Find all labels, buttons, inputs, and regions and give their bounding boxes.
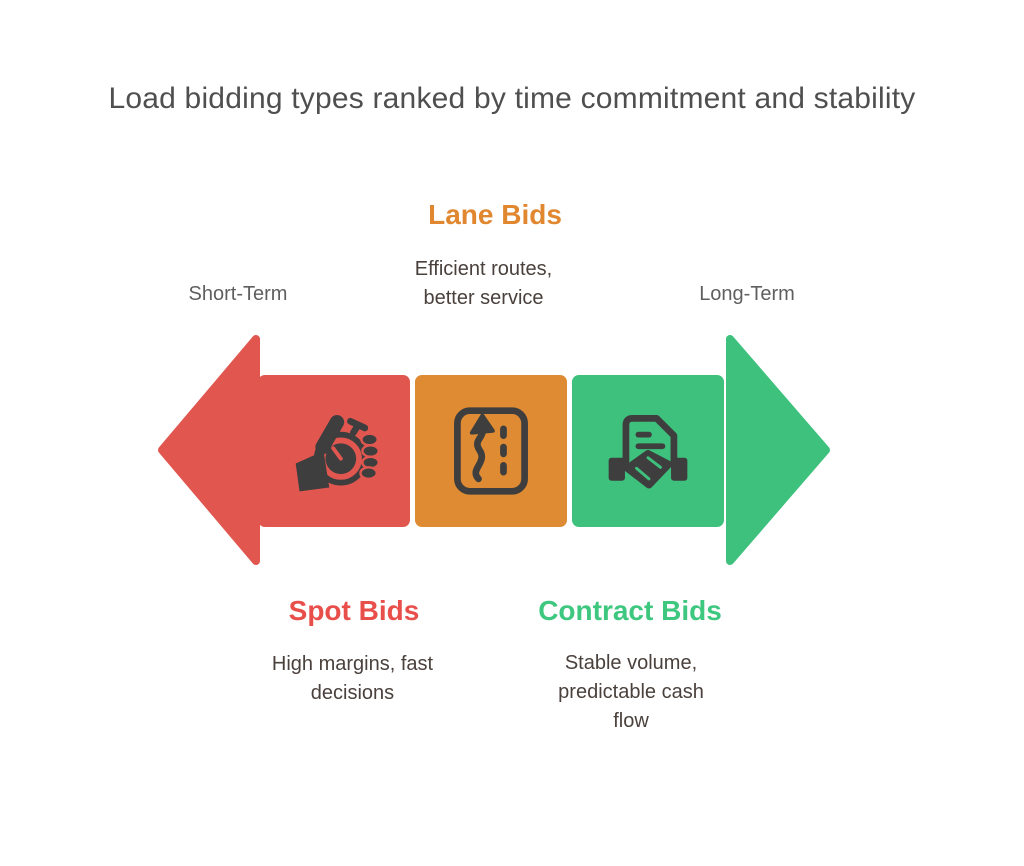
arrow-diagram [158, 335, 830, 565]
short-term-label: Short-Term [188, 283, 288, 305]
page-title: Load bidding types ranked by time commit… [108, 82, 916, 115]
lane-bids-heading: Lane Bids [428, 199, 562, 230]
hand-stopwatch-icon [295, 415, 380, 492]
route-icon [454, 407, 528, 495]
spot-bids-description: High margins, fast decisions [271, 653, 434, 704]
contract-bids-heading: Contract Bids [538, 595, 722, 626]
contract-bids-description: Stable volume, predictable cash flow [558, 652, 704, 732]
long-term-label: Long-Term [699, 283, 795, 305]
left-arrowhead [158, 335, 260, 565]
lane-bids-box [415, 375, 567, 527]
document-handshake-icon [608, 415, 688, 489]
lane-bids-description: Efficient routes, better service [414, 258, 553, 309]
right-arrowhead [726, 335, 830, 565]
spot-bids-heading: Spot Bids [288, 595, 420, 626]
